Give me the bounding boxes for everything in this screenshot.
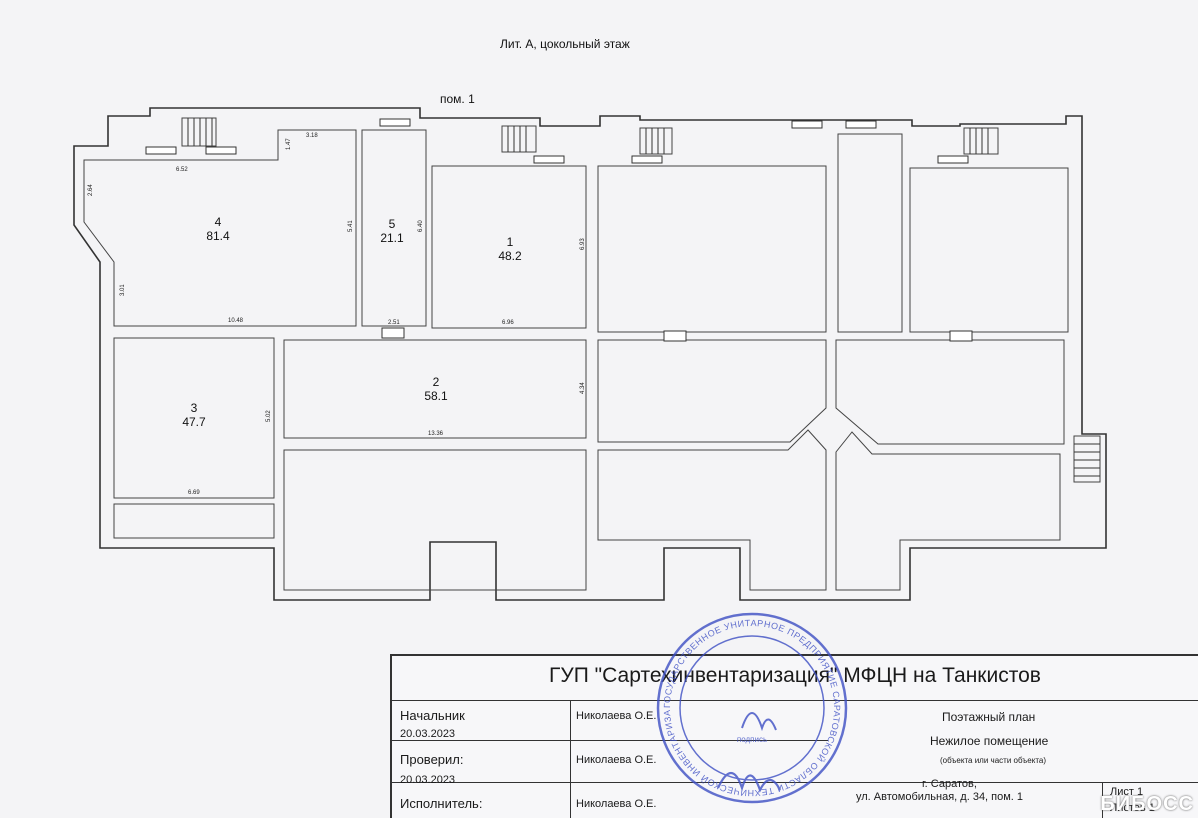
svg-text:1.47: 1.47 [286, 138, 292, 150]
room-number: 2 [433, 375, 440, 389]
person-name: Николаева О.Е. [576, 798, 657, 810]
room-mid-a [597, 339, 827, 443]
windows [145, 118, 973, 342]
room-area: 81.4 [206, 229, 230, 243]
plan-title: Лит. А, цокольный этаж [500, 37, 630, 51]
sheet-number: Лист 1 [1110, 786, 1144, 798]
svg-text:6.52: 6.52 [176, 167, 188, 173]
svg-text:4.34: 4.34 [580, 382, 586, 394]
person-name: Николаева О.Е. [576, 754, 657, 766]
date-value: 20.03.2023 [400, 774, 456, 786]
watermark-logo: БИБОСС [1100, 793, 1194, 815]
room-2-outline [283, 339, 587, 439]
room-area: 47.7 [182, 415, 206, 429]
svg-text:3.18: 3.18 [306, 133, 318, 139]
room-lower-c [835, 431, 1061, 591]
room-area: 48.2 [498, 249, 522, 263]
organization-name: ГУП "Сартехинвентаризация" МФЦН на Танки… [549, 664, 1041, 687]
room-labels: 4 81.4 5 21.1 1 48.2 2 58.1 3 47.7 [182, 215, 522, 429]
dimension-labels: 6.52 3.18 1.47 2.64 3.01 10.48 5.41 6.40… [88, 133, 586, 496]
room-4-outline [83, 129, 357, 327]
svg-text:6.40: 6.40 [418, 220, 424, 232]
room-3-outline [113, 337, 275, 499]
room-lower-a [283, 449, 587, 591]
sheet-count: Листов 1 [1110, 802, 1155, 814]
official-seal: ГОСУДАРСТВЕННОЕ УНИТАРНОЕ ПРЕДПРИЯТИЕ СА… [652, 598, 848, 804]
svg-text:5.41: 5.41 [348, 220, 354, 232]
room-upper-b [837, 133, 903, 333]
room-5-outline [361, 129, 427, 327]
plan-type: Поэтажный план [942, 710, 1036, 724]
room-number: 3 [191, 401, 198, 415]
room-area: 58.1 [424, 389, 448, 403]
title-block: ГУП "Сартехинвентаризация" МФЦН на Танки… [390, 654, 1198, 818]
room-number: 1 [507, 235, 514, 249]
room-3-storage [113, 503, 275, 539]
svg-text:6.96: 6.96 [502, 320, 514, 326]
svg-text:10.48: 10.48 [228, 318, 244, 324]
role-label: Исполнитель: [400, 796, 483, 811]
room-area: 21.1 [380, 231, 404, 245]
room-upper-a [597, 165, 827, 333]
svg-text:6.93: 6.93 [580, 238, 586, 250]
role-label: Проверил: [400, 752, 464, 767]
outer-wall [73, 107, 1107, 601]
svg-text:подпись: подпись [737, 735, 767, 744]
svg-text:5.02: 5.02 [266, 410, 272, 422]
role-label: Начальник [400, 708, 465, 723]
room-number: 4 [215, 215, 222, 229]
svg-text:6.69: 6.69 [188, 490, 200, 496]
room-mid-b [835, 339, 1065, 445]
object-note: (объекта или части объекта) [940, 756, 1047, 765]
svg-text:2.64: 2.64 [88, 184, 94, 196]
stairs [181, 117, 1101, 483]
room-lower-b [597, 429, 827, 591]
svg-text:2.51: 2.51 [388, 320, 400, 326]
person-name: Николаева О.Е. [576, 710, 657, 722]
svg-text:13.36: 13.36 [428, 431, 444, 437]
room-1-outline [431, 165, 587, 329]
object-type: Нежилое помещение [930, 734, 1049, 748]
room-number: 5 [389, 217, 396, 231]
svg-text:3.01: 3.01 [120, 284, 126, 296]
date-value: 20.03.2023 [400, 728, 456, 740]
city: г. Саратов, [922, 778, 977, 790]
room-group-label: пом. 1 [440, 92, 475, 106]
address: ул. Автомобильная, д. 34, пом. 1 [856, 791, 1024, 803]
room-upper-c [909, 167, 1069, 333]
